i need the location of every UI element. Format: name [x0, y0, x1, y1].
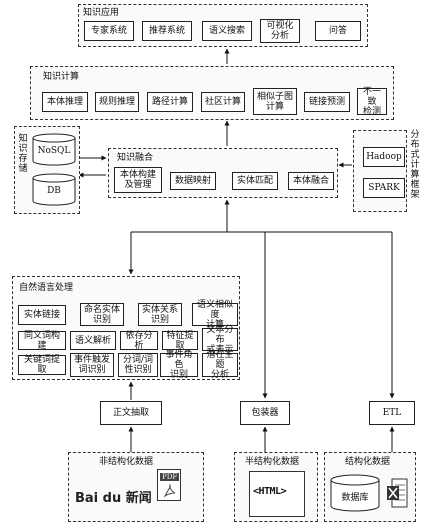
segmentation-pos-box: 分词/词 性识别 [118, 353, 158, 377]
distributed-representation-box: 文本分布 式表示 [202, 325, 238, 355]
inconsistency-detection-box: 不一致 检测 [357, 87, 387, 117]
semistructured-data-group: 半结构化数据 <HTML> [234, 452, 318, 522]
entity-matching-box: 实体匹配 [232, 172, 278, 190]
etl-box: ETL [369, 401, 415, 425]
html-label: <HTML> [253, 486, 287, 497]
unstructured-data-title: 非结构化数据 [99, 457, 154, 467]
topic-analysis-box: 潜在主题 分析 [202, 350, 238, 380]
semistructured-data-title: 半结构化数据 [245, 457, 300, 467]
relation-recognition-box: 实体关系 识别 [138, 303, 182, 326]
ner-box: 命名实体 识别 [80, 303, 124, 326]
semantic-parsing-box: 语义解析 [70, 331, 116, 350]
expert-system-box: 专家系统 [84, 21, 134, 41]
nosql-database-icon: NoSQL [32, 133, 76, 166]
path-computation-box: 路径计算 [147, 92, 193, 112]
similar-subgraph-box: 相似子图 计算 [253, 88, 297, 115]
knowledge-computation-title: 知识计算 [43, 72, 80, 82]
entity-linking-box: 实体链接 [18, 305, 66, 325]
excel-file-icon [386, 478, 408, 508]
semantic-similarity-box: 语义相似度 计算 [192, 300, 238, 330]
html-document-icon: <HTML> [249, 471, 305, 517]
ontology-reasoning-box: 本体推理 [42, 92, 88, 112]
baidu-news-logo: Bai du 新闻 [75, 491, 152, 506]
knowledge-storage-title: 知识存储 [18, 134, 28, 174]
spark-box: SPARK [363, 178, 405, 198]
distributed-framework-title: 分布式计算框架 [410, 130, 420, 200]
data-mapping-box: 数据映射 [170, 172, 216, 190]
wrapper-box: 包装器 [240, 401, 290, 425]
knowledge-fusion-title: 知识融合 [117, 153, 154, 163]
event-trigger-box: 事件触发 词识别 [70, 353, 114, 377]
pdf-document-icon: PDF [157, 469, 181, 501]
link-prediction-box: 链接预测 [304, 92, 350, 112]
database-label: 数据库 [341, 493, 369, 503]
pdf-badge: PDF [160, 473, 180, 481]
hadoop-box: Hadoop [363, 147, 405, 167]
event-role-box: 事件角色 识别 [160, 350, 198, 380]
rule-reasoning-box: 规则推理 [95, 92, 139, 112]
nlp-title: 自然语言处理 [19, 283, 74, 293]
structured-data-title: 结构化数据 [345, 457, 391, 467]
visual-analytics-box: 可视化 分析 [260, 19, 300, 43]
text-extraction-box: 正文抽取 [100, 401, 162, 425]
pdf-acrobat-icon [163, 484, 176, 498]
community-computation-box: 社区计算 [201, 92, 245, 112]
feature-extraction-box: 特征提取 [162, 331, 198, 351]
dependency-parsing-box: 依存分析 [120, 331, 158, 351]
qa-box: 问答 [315, 21, 361, 41]
recommender-system-box: 推荐系统 [142, 21, 192, 41]
knowledge-application-title: 知识应用 [83, 8, 120, 18]
keyword-extraction-box: 关键词提取 [18, 355, 66, 375]
db-label: DB [47, 186, 61, 196]
ontology-fusion-box: 本体融合 [288, 172, 334, 190]
ontology-construction-box: 本体构建 及管理 [114, 167, 162, 193]
db-database-icon: DB [32, 173, 76, 206]
semantic-search-box: 语义搜索 [202, 21, 252, 41]
unstructured-data-group: 非结构化数据 Bai du 新闻 PDF [68, 452, 204, 522]
nosql-label: NoSQL [37, 146, 71, 156]
database-icon: 数据库 [330, 474, 380, 512]
distributed-framework-group [353, 130, 407, 212]
synonym-construction-box: 同义词构建 [18, 331, 66, 351]
